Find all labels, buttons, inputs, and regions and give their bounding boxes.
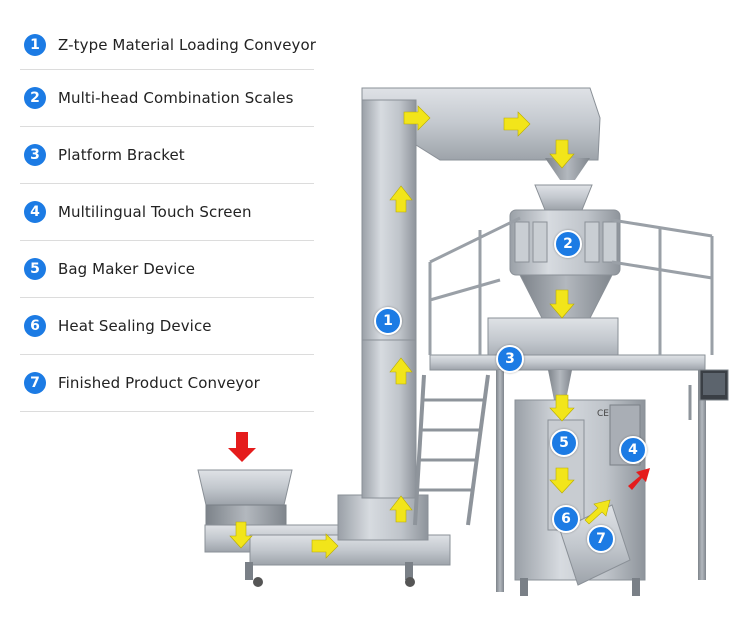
legend-label: Finished Product Conveyor xyxy=(58,374,260,392)
legend-item-bag-maker: 5 Bag Maker Device xyxy=(20,241,314,298)
legend-label: Platform Bracket xyxy=(58,146,185,164)
callout-badge-7: 7 xyxy=(587,525,615,553)
callout-badge-5: 5 xyxy=(550,429,578,457)
arrow-down-icon xyxy=(549,139,575,169)
arrow-right-icon xyxy=(503,111,531,137)
number-badge: 2 xyxy=(24,87,46,109)
callout-badge-2: 2 xyxy=(554,230,582,258)
legend-label: Heat Sealing Device xyxy=(58,317,212,335)
arrow-down-icon xyxy=(549,394,575,422)
output-arrow-icon xyxy=(628,468,650,490)
legend-item-heat-sealing: 6 Heat Sealing Device xyxy=(20,298,314,355)
legend-item-product-conveyor: 7 Finished Product Conveyor xyxy=(20,355,314,412)
legend-item-scales: 2 Multi-head Combination Scales xyxy=(20,70,314,127)
callout-badge-3: 3 xyxy=(496,345,524,373)
number-badge: 7 xyxy=(24,372,46,394)
number-badge: 5 xyxy=(24,258,46,280)
callout-badge-1: 1 xyxy=(374,307,402,335)
number-badge: 3 xyxy=(24,144,46,166)
arrow-down-icon xyxy=(229,521,253,549)
callout-badge-4: 4 xyxy=(619,436,647,464)
ce-mark: CE xyxy=(597,409,609,419)
legend-item-platform: 3 Platform Bracket xyxy=(20,127,314,184)
legend-label: Bag Maker Device xyxy=(58,260,196,278)
legend-label: Z-type Material Loading Conveyor xyxy=(58,35,317,54)
arrow-down-icon xyxy=(549,289,575,319)
arrow-down-icon xyxy=(549,467,575,494)
number-badge: 1 xyxy=(24,33,46,56)
conveyor-top-section xyxy=(361,87,601,161)
legend-item-touch-screen: 4 Multilingual Touch Screen xyxy=(20,184,314,241)
number-badge: 4 xyxy=(24,201,46,223)
material-flow-arrows xyxy=(229,105,611,559)
conveyor-vertical-column xyxy=(361,87,417,499)
touch-screen-unit xyxy=(688,369,729,420)
vertical-packing-machine: CE xyxy=(514,370,646,596)
component-legend: 1 Z-type Material Loading Conveyor 2 Mul… xyxy=(20,20,317,412)
arrow-right-icon xyxy=(403,105,431,131)
arrow-up-right-icon xyxy=(584,499,611,525)
arrow-right-icon xyxy=(311,533,339,559)
legend-item-conveyor: 1 Z-type Material Loading Conveyor xyxy=(20,20,317,70)
legend-label: Multilingual Touch Screen xyxy=(58,203,252,221)
input-arrow-down-icon xyxy=(228,432,256,462)
legend-label: Multi-head Combination Scales xyxy=(58,89,294,107)
callout-badge-6: 6 xyxy=(552,505,580,533)
arrow-up-icon xyxy=(389,357,413,385)
arrow-up-icon xyxy=(389,185,413,213)
arrow-up-icon xyxy=(389,495,413,523)
number-badge: 6 xyxy=(24,315,46,337)
